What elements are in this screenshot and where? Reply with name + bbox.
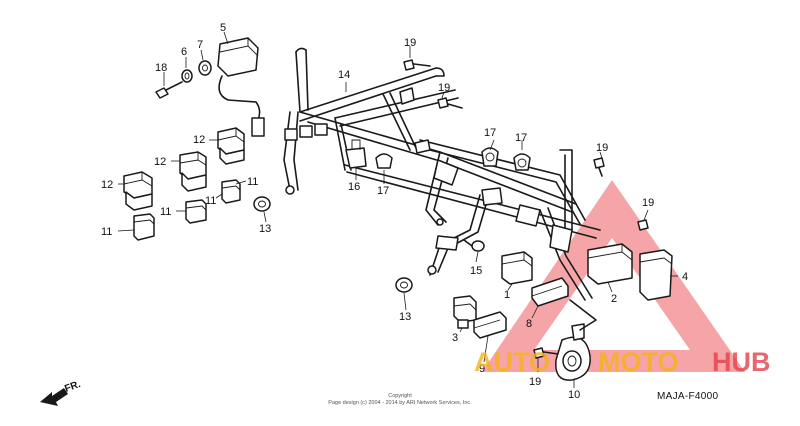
callout-19-a: 19 (404, 37, 416, 49)
callout-12-left: 12 (101, 179, 113, 191)
cover-8 (531, 277, 569, 307)
cover-9 (473, 311, 507, 339)
clamp-16 (345, 139, 367, 169)
relay-12-left (123, 171, 153, 211)
watermark-part-hub: HUB (712, 347, 771, 377)
bolt-19-e (533, 347, 559, 359)
horn-10 (555, 323, 591, 381)
bolt-19-c (593, 157, 605, 177)
bracket-4 (639, 249, 673, 301)
callout-19-e: 19 (529, 376, 541, 388)
relay-11-top (221, 179, 241, 204)
grommet-13-upper (253, 196, 271, 212)
callout-labels: 5 6 7 18 19 14 19 12 12 12 11 11 11 11 1… (101, 22, 688, 401)
callout-13-upper: 13 (259, 223, 271, 235)
callout-4: 4 (682, 271, 688, 283)
front-direction-indicator: FR. (40, 379, 82, 406)
callout-12-top: 12 (193, 134, 205, 146)
callout-1: 1 (504, 289, 510, 301)
callout-2: 2 (611, 293, 617, 305)
callout-19-c: 19 (596, 142, 608, 154)
relay-12-top (217, 127, 245, 165)
bolt-19-d (637, 219, 649, 231)
callout-6: 6 (181, 46, 187, 58)
diagram-code: MAJA-F4000 (657, 391, 718, 402)
bolt-18 (155, 81, 183, 99)
callout-11-mid: 11 (160, 206, 171, 218)
copyright-line-2: Page design (c) 2004 - 2014 by ARI Netwo… (328, 400, 472, 406)
bolt-15 (463, 239, 485, 252)
relay-11-mid (185, 199, 207, 224)
callout-18: 18 (155, 62, 167, 74)
callout-16: 16 (348, 181, 360, 193)
bolt-19-b (437, 97, 463, 109)
callout-9: 9 (479, 363, 485, 375)
watermark-text: AUTO MOTO HUB (474, 347, 771, 377)
module-1 (501, 251, 533, 285)
collar-6 (181, 69, 193, 83)
copyright-line-1: Copyright (388, 393, 412, 399)
direction-arrow-icon (40, 388, 68, 406)
callout-13-lower: 13 (399, 311, 411, 323)
wire-harness-frame (283, 47, 601, 301)
grommet-13-lower (395, 277, 413, 293)
leader-lines (117, 31, 678, 388)
connector-3 (453, 295, 477, 329)
callout-17-left: 17 (377, 185, 389, 197)
callout-12-mid: 12 (154, 156, 166, 168)
callout-17-right: 17 (515, 132, 527, 144)
direction-label: FR. (63, 379, 82, 395)
callout-15: 15 (470, 265, 482, 277)
callout-10: 10 (568, 389, 580, 401)
callout-3: 3 (452, 332, 458, 344)
callout-19-b: 19 (438, 82, 450, 94)
callout-7: 7 (197, 39, 203, 51)
watermark-part-moto: MOTO (598, 347, 679, 377)
callout-19-d: 19 (642, 197, 654, 209)
callout-14: 14 (338, 69, 350, 81)
clamp-17-left (375, 153, 393, 169)
relay-12-mid (179, 151, 207, 192)
relay-11-left (133, 213, 155, 241)
grommet-7 (198, 60, 212, 76)
callout-11-b: 11 (205, 195, 216, 207)
bolt-19-a (403, 59, 431, 71)
callout-17-mid: 17 (484, 127, 496, 139)
horn-wire (569, 299, 597, 331)
callout-11-top: 11 (247, 176, 258, 188)
callout-11-left: 11 (101, 226, 112, 238)
callout-8: 8 (526, 318, 532, 330)
watermark-logo (482, 180, 745, 372)
watermark-part-auto: AUTO (474, 347, 550, 377)
control-unit-5 (217, 37, 265, 137)
callout-5: 5 (220, 22, 226, 34)
clamp-17-mid (481, 147, 499, 167)
clamp-17-right (513, 153, 531, 171)
module-2 (587, 243, 633, 285)
